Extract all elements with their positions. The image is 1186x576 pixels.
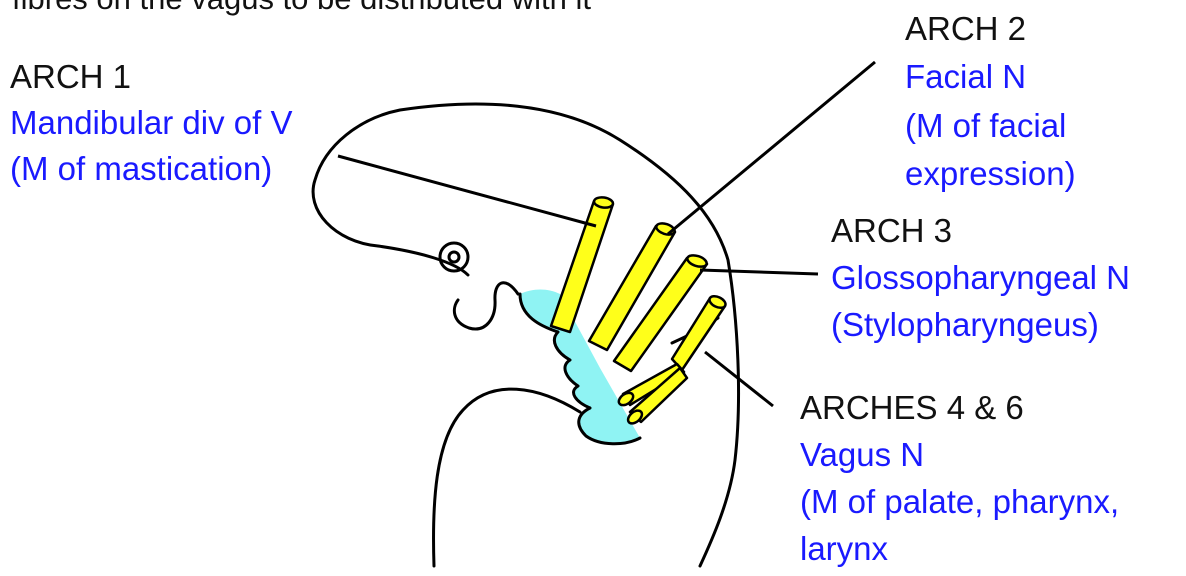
leader-arch1 bbox=[338, 156, 596, 226]
arch1-title: ARCH 1 bbox=[10, 58, 131, 96]
arch2-muscles-line2: expression) bbox=[905, 155, 1076, 193]
arch2-nerve: Facial N bbox=[905, 58, 1026, 96]
nerve-arch2 bbox=[589, 221, 676, 350]
embryo-lower-outline bbox=[434, 389, 580, 566]
leader-arch2 bbox=[668, 62, 875, 234]
eye-inner bbox=[449, 252, 459, 262]
arch1-nerve: Mandibular div of V bbox=[10, 104, 292, 142]
arch3-nerve: Glossopharyngeal N bbox=[831, 259, 1130, 297]
arch3-title: ARCH 3 bbox=[831, 212, 952, 250]
arch2-title: ARCH 2 bbox=[905, 10, 1026, 48]
embryo-jaw-outline bbox=[454, 283, 518, 329]
arch46-nerve: Vagus N bbox=[800, 436, 924, 474]
arch46-title: ARCHES 4 & 6 bbox=[800, 389, 1024, 427]
leader-arch3 bbox=[700, 270, 818, 274]
arch3-muscles: (Stylopharyngeus) bbox=[831, 306, 1099, 344]
embryo-outline bbox=[313, 104, 738, 566]
arch2-muscles-line1: (M of facial bbox=[905, 107, 1066, 145]
arch46-muscles-line2: larynx bbox=[800, 530, 888, 568]
arch46-muscles-line1: (M of palate, pharynx, bbox=[800, 483, 1119, 521]
arch1-muscles: (M of mastication) bbox=[10, 150, 272, 188]
